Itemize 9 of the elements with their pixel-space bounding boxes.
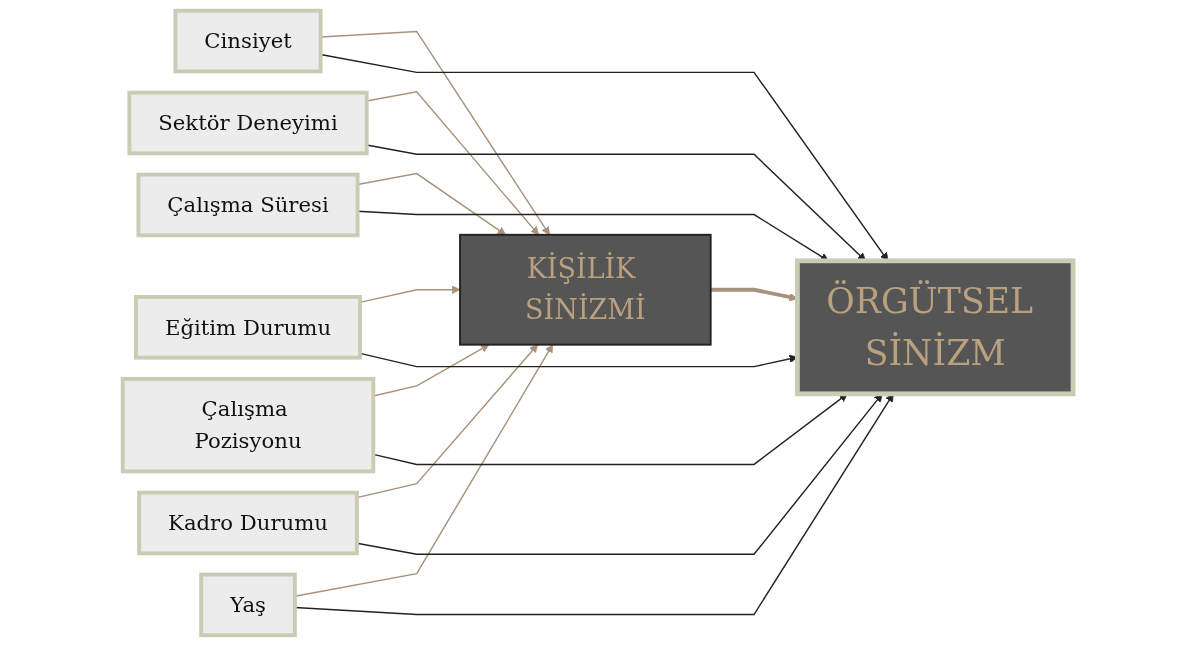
node-box: KİŞİLİK SİNİZMİ [459,233,712,346]
node-box: Çalışma Süresi [136,172,360,238]
node-box: ÖRGÜTSEL SİNİZM [795,258,1076,397]
node-box: Sektör Deneyimi [127,90,369,156]
node-box: Yaş [199,572,297,638]
node-box: Cinsiyet [173,8,323,74]
node-box: Kadro Durumu [137,490,359,556]
node-box: Çalışma Pozisyonu [120,376,376,474]
node-box: Eğitim Durumu [134,295,363,360]
